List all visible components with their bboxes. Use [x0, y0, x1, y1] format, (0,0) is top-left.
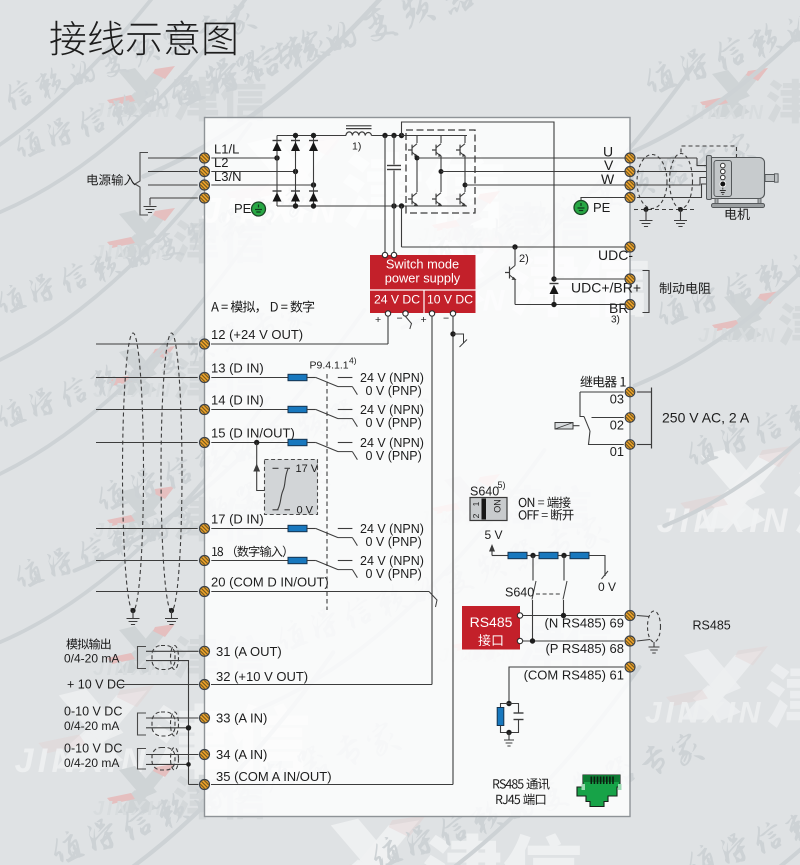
- svg-text:3): 3): [611, 315, 620, 326]
- svg-text:PE: PE: [234, 201, 252, 216]
- svg-text:24 V DC: 24 V DC: [374, 293, 420, 307]
- svg-text:L2: L2: [214, 155, 228, 170]
- svg-text:+ 10 V DC: + 10 V DC: [67, 678, 125, 692]
- svg-text:L1/L: L1/L: [214, 142, 239, 157]
- svg-text:17 (D IN): 17 (D IN): [211, 512, 264, 527]
- svg-text:0 V (PNP): 0 V (PNP): [366, 416, 422, 430]
- svg-text:W: W: [601, 171, 615, 187]
- svg-text:1: 1: [471, 501, 481, 506]
- svg-text:2: 2: [471, 513, 481, 518]
- svg-text:0-10 V DC: 0-10 V DC: [64, 705, 122, 719]
- svg-text:0 V (PNP): 0 V (PNP): [366, 449, 422, 463]
- svg-text:0 V: 0 V: [598, 580, 616, 594]
- svg-text:0/4-20 mA: 0/4-20 mA: [64, 719, 119, 733]
- svg-text:250 V AC, 2 A: 250 V AC, 2 A: [662, 410, 750, 426]
- svg-text:20 (COM D IN/OUT): 20 (COM D IN/OUT): [211, 575, 329, 590]
- svg-text:24 V (NPN): 24 V (NPN): [360, 554, 424, 568]
- svg-text:15 (D IN/OUT): 15 (D IN/OUT): [211, 426, 295, 441]
- svg-text:10 V DC: 10 V DC: [427, 293, 473, 307]
- svg-text:power supply: power supply: [385, 271, 461, 286]
- svg-text:1): 1): [352, 141, 361, 153]
- svg-text:+: +: [375, 314, 381, 326]
- svg-text:2): 2): [519, 253, 529, 265]
- svg-text:(COM RS485) 61: (COM RS485) 61: [524, 668, 624, 683]
- svg-text:UDC-: UDC-: [598, 247, 633, 263]
- svg-text:RS485: RS485: [470, 614, 513, 630]
- svg-text:5 V: 5 V: [485, 528, 503, 542]
- svg-text:02: 02: [610, 418, 624, 433]
- svg-text:ON: ON: [493, 499, 503, 513]
- svg-text:33 (A IN): 33 (A IN): [216, 711, 267, 726]
- svg-text:S640: S640: [470, 485, 499, 499]
- svg-text:U: U: [603, 144, 613, 160]
- svg-text:S640: S640: [505, 586, 534, 600]
- svg-text:0 V (PNP): 0 V (PNP): [366, 384, 422, 398]
- svg-text:14 (D IN): 14 (D IN): [211, 393, 264, 408]
- svg-text:V: V: [604, 157, 614, 173]
- svg-text:(P RS485) 68: (P RS485) 68: [545, 641, 624, 656]
- svg-text:24 V (NPN): 24 V (NPN): [360, 522, 424, 536]
- svg-text:P9.4.1.1: P9.4.1.1: [310, 360, 349, 372]
- svg-text:01: 01: [610, 444, 624, 459]
- svg-text:Switch mode: Switch mode: [386, 257, 459, 272]
- svg-text:13 (D IN): 13 (D IN): [211, 361, 264, 376]
- svg-text:31 (A OUT): 31 (A OUT): [216, 644, 282, 659]
- svg-text:0-10 V DC: 0-10 V DC: [64, 742, 122, 756]
- svg-text:34 (A IN): 34 (A IN): [216, 747, 267, 762]
- svg-text:0 V: 0 V: [297, 505, 314, 517]
- svg-text:(N RS485) 69: (N RS485) 69: [545, 616, 624, 631]
- svg-text:03: 03: [610, 392, 624, 407]
- svg-text:0/4-20 mA: 0/4-20 mA: [64, 756, 119, 770]
- svg-text:PE: PE: [593, 200, 611, 215]
- svg-text:35 (COM A IN/OUT): 35 (COM A IN/OUT): [216, 769, 332, 784]
- svg-text:24 V (NPN): 24 V (NPN): [360, 403, 424, 417]
- svg-text:32 (+10 V OUT): 32 (+10 V OUT): [216, 669, 308, 684]
- svg-text:0 V (PNP): 0 V (PNP): [366, 567, 422, 581]
- svg-text:5): 5): [498, 480, 506, 490]
- svg-text:UDC+/BR+: UDC+/BR+: [571, 280, 641, 296]
- svg-text:24 V (NPN): 24 V (NPN): [360, 436, 424, 450]
- svg-text:0/4-20 mA: 0/4-20 mA: [64, 652, 119, 666]
- svg-text:17 V: 17 V: [296, 463, 319, 475]
- svg-text:12 (+24 V OUT): 12 (+24 V OUT): [211, 327, 303, 342]
- svg-text:24 V (NPN): 24 V (NPN): [360, 371, 424, 385]
- svg-text:−: −: [443, 313, 449, 325]
- svg-text:L3/N: L3/N: [214, 169, 241, 184]
- svg-text:4): 4): [349, 356, 357, 366]
- svg-text:+: +: [421, 314, 427, 326]
- svg-text:0 V (PNP): 0 V (PNP): [366, 535, 422, 549]
- svg-text:−: −: [397, 313, 403, 325]
- svg-text:RS485: RS485: [693, 619, 731, 633]
